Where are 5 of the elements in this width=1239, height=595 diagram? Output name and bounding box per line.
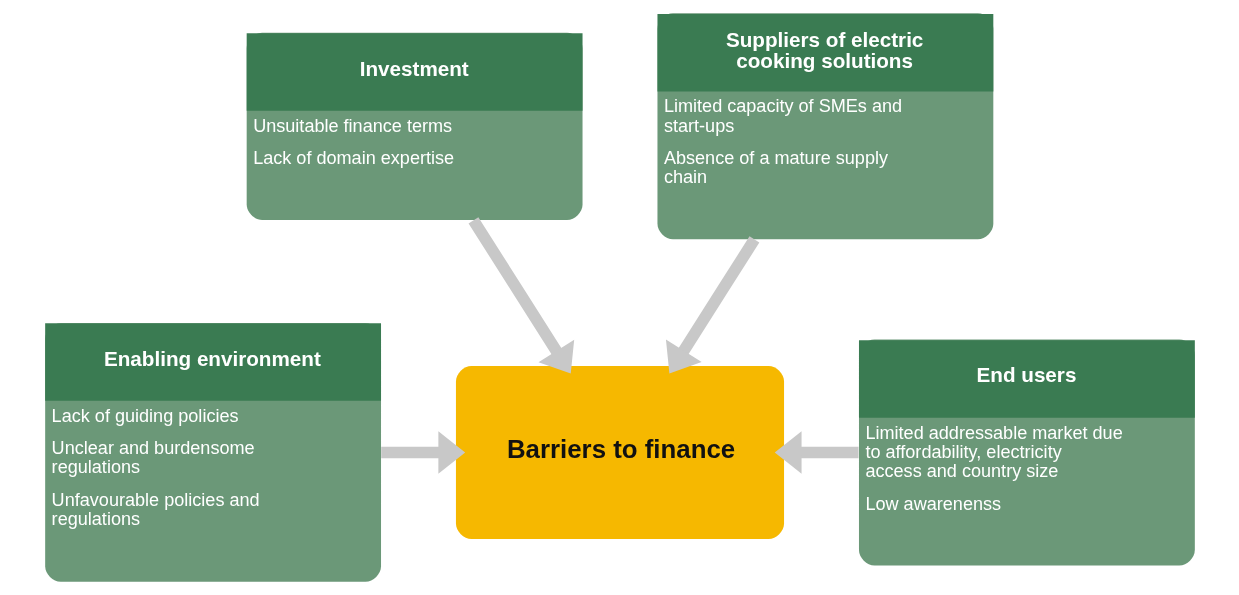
arrow	[380, 431, 465, 474]
arrow	[468, 217, 574, 374]
arrow	[665, 236, 759, 374]
node-box: Barriers to finance	[455, 365, 784, 540]
arrow	[774, 431, 859, 474]
